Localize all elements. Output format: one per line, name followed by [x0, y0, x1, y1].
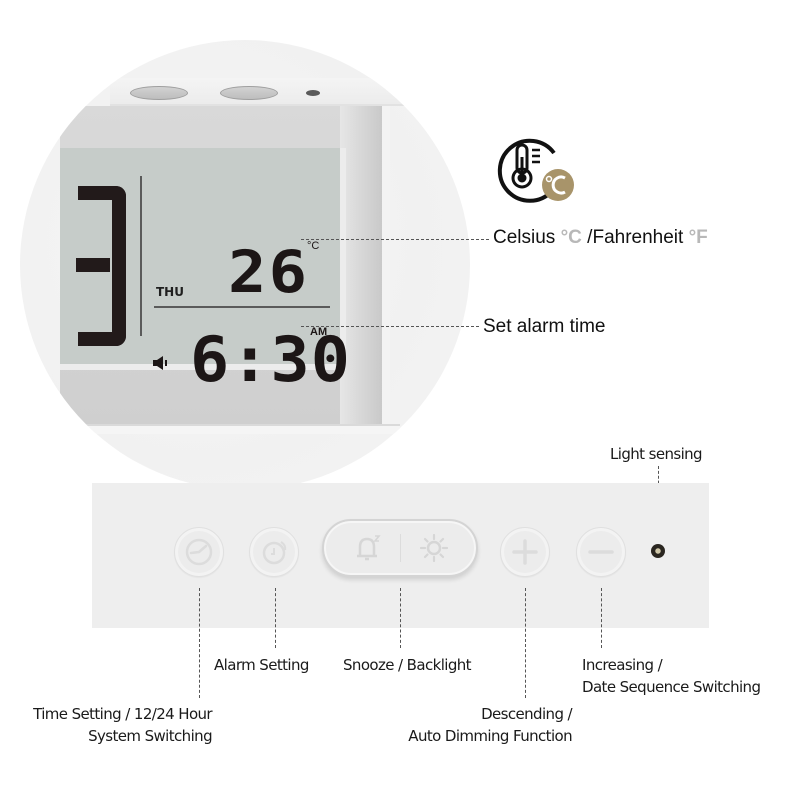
alarm-setting-label: Alarm Setting — [214, 656, 309, 674]
celsius-symbol: °C — [560, 227, 582, 248]
speaker-icon — [153, 356, 167, 370]
sun-icon — [419, 533, 448, 563]
lcd-alarm-time: 6:30 — [190, 323, 351, 396]
bell-snooze-icon — [356, 535, 381, 561]
lcd-vertical-divider — [140, 176, 142, 336]
large-time-digit — [76, 186, 126, 346]
thermometer-celsius-icon — [497, 138, 574, 203]
clock-base — [60, 424, 400, 434]
pill-separator — [399, 534, 401, 562]
descending-label-line2: Auto Dimming Function — [408, 727, 572, 745]
top-button-right — [220, 86, 278, 100]
fahrenheit-text: /Fahrenheit — [581, 227, 689, 248]
plus-leader — [525, 588, 526, 698]
lcd-temperature-unit: °C — [307, 240, 320, 252]
descending-label-line1: Descending / — [481, 705, 573, 723]
snooze-leader — [400, 588, 401, 648]
alarm-setting-leader — [275, 588, 276, 648]
minus-leader — [601, 588, 602, 648]
top-button-left — [130, 86, 188, 100]
clock-side — [340, 106, 382, 424]
set-alarm-time-label: Set alarm time — [483, 316, 606, 337]
celsius-leader-line — [301, 239, 489, 240]
alarm-clock-icon — [262, 541, 287, 565]
lcd-horizontal-divider — [154, 306, 330, 308]
increasing-label-line1: Increasing / — [582, 656, 663, 674]
clock-photo-circle: THU 26 °C 6:30 AM — [20, 40, 470, 490]
increasing-label-line2: Date Sequence Switching — [582, 678, 761, 696]
fahrenheit-symbol: °F — [688, 227, 708, 248]
lcd-ampm: AM — [310, 326, 328, 338]
time-setting-label-line1: Time Setting / 12/24 Hour — [33, 705, 213, 723]
light-sensor — [651, 544, 665, 558]
minus-button[interactable] — [576, 527, 626, 577]
celsius-fahrenheit-label: Celsius °C /Fahrenheit °F — [493, 227, 708, 249]
clock-icon — [185, 538, 213, 566]
plus-icon — [512, 539, 538, 565]
celsius-text: Celsius — [493, 227, 561, 248]
time-setting-leader — [199, 588, 200, 698]
alarm-leader-line — [301, 326, 479, 327]
snooze-backlight-button[interactable] — [322, 519, 478, 577]
minus-icon — [588, 550, 614, 554]
alarm-setting-button[interactable] — [249, 527, 299, 577]
light-sensing-label: Light sensing — [610, 445, 703, 463]
plus-button[interactable] — [500, 527, 550, 577]
top-light-sensor — [306, 90, 320, 96]
snooze-backlight-label: Snooze / Backlight — [343, 656, 472, 674]
lcd-temperature: 26 — [228, 238, 310, 306]
time-setting-button[interactable] — [174, 527, 224, 577]
lcd-day-of-week: THU — [156, 285, 184, 299]
time-setting-label-line2: System Switching — [88, 727, 213, 745]
lcd-screen: THU 26 °C 6:30 AM — [60, 148, 350, 396]
clock-top-surface — [110, 78, 420, 106]
